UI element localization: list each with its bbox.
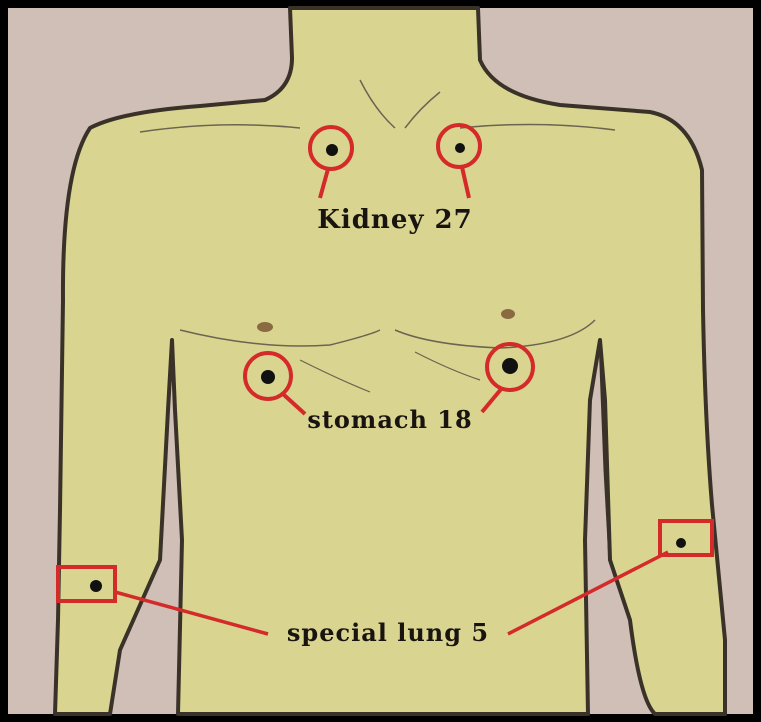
left-nipple xyxy=(257,322,273,332)
right-nipple xyxy=(501,309,515,319)
stomach-18-right-point xyxy=(502,358,518,374)
stomach-18-left-point xyxy=(261,370,275,384)
kidney-27-left-point xyxy=(326,144,338,156)
special-lung-5-left-point xyxy=(90,580,102,592)
stomach-18-label: stomach 18 xyxy=(307,405,472,434)
special-lung-5-label: special lung 5 xyxy=(287,618,489,647)
kidney-27-label: Kidney 27 xyxy=(317,205,472,235)
kidney-27-right-point xyxy=(455,143,465,153)
special-lung-5-right-point xyxy=(676,538,686,548)
